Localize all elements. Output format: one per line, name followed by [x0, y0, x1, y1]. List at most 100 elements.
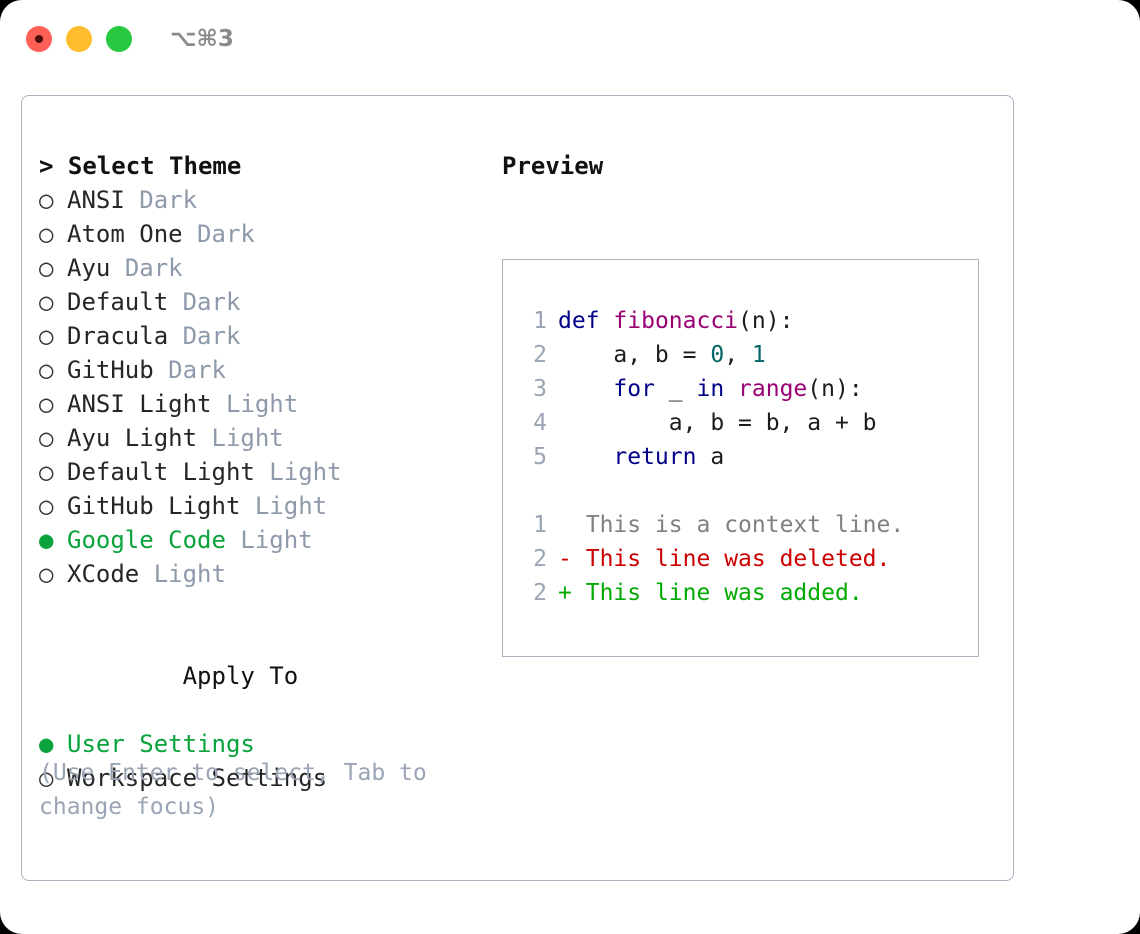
minimize-button[interactable] [66, 26, 92, 52]
apply-to-list[interactable]: ●User Settings ○ Workspace Settings [39, 727, 494, 795]
close-button[interactable] [26, 26, 52, 52]
theme-option-label: Default Light [67, 458, 255, 486]
theme-option-label: Ayu [67, 254, 111, 282]
theme-option-google-code[interactable]: ●Google Code Light [39, 523, 494, 557]
code-token: _ [654, 376, 697, 402]
theme-option-category: Dark [197, 220, 255, 248]
theme-option-ayu-light[interactable]: ○ Ayu Light Light [39, 421, 494, 455]
radio-unselected-icon: ○ [39, 288, 54, 316]
radio-unselected-icon: ○ [39, 458, 54, 486]
theme-option-xcode[interactable]: ○ XCode Light [39, 557, 494, 591]
diff-text: This line was added. [585, 580, 863, 606]
code-token: a [696, 444, 725, 470]
theme-option-default[interactable]: ○ Default Dark [39, 285, 494, 319]
line-number: 1 [533, 308, 547, 334]
apply-to-header-label: Apply To [182, 662, 299, 690]
theme-list[interactable]: ○ANSI Dark○Atom One Dark○Ayu Dark○Defaul… [39, 183, 494, 591]
code-token: 1 [751, 342, 766, 368]
code-token: return [613, 444, 697, 470]
radio-unselected-icon: ○ [39, 186, 54, 214]
theme-option-label: GitHub [67, 356, 154, 384]
theme-picker-column: > Select Theme ○ANSI Dark○Atom One Dark○… [39, 149, 494, 795]
keyboard-shortcut-label: ⌥⌘3 [170, 26, 234, 52]
theme-option-label: Ayu Light [67, 424, 198, 452]
code-token [600, 308, 614, 334]
theme-option-label: Default [67, 288, 169, 316]
line-number: 2 [533, 546, 547, 572]
theme-option-label: Atom One [67, 220, 183, 248]
diff-gap [572, 512, 586, 538]
line-number: 2 [533, 580, 547, 606]
theme-option-label: Dracula [67, 322, 169, 350]
theme-option-category: Light [225, 390, 299, 418]
theme-option-ayu[interactable]: ○Ayu Dark [39, 251, 494, 285]
theme-option-label: ANSI [67, 186, 125, 214]
code-diff-separator [521, 474, 968, 508]
theme-option-label: Google Code [67, 526, 226, 554]
apply-to-option-user-settings[interactable]: ●User Settings [39, 727, 494, 761]
diff-text: This is a context line. [585, 512, 905, 538]
theme-option-ansi[interactable]: ○ANSI Dark [39, 183, 494, 217]
diff-line-add: 2 + This line was added. [521, 576, 968, 610]
title-bar: ⌥⌘3 [0, 0, 1140, 76]
theme-option-dracula[interactable]: ○Dracula Dark [39, 319, 494, 353]
radio-selected-icon: ● [39, 526, 54, 554]
theme-option-github-light[interactable]: ○ GitHub Light Light [39, 489, 494, 523]
theme-option-category: Light [269, 458, 342, 486]
line-number: 1 [533, 512, 547, 538]
code-line: 4 a, b = b, a + b [521, 406, 968, 440]
theme-option-category: Dark [168, 356, 226, 384]
theme-option-category: Dark [182, 322, 241, 350]
radio-unselected-icon: ○ [39, 220, 54, 248]
code-token: a, b = b, a + b [558, 410, 877, 436]
theme-option-category: Light [153, 560, 226, 588]
code-token: 0 [710, 342, 725, 368]
code-token: (n): [807, 376, 863, 402]
theme-option-github[interactable]: ○ GitHub Dark [39, 353, 494, 387]
radio-unselected-icon: ○ [39, 390, 54, 418]
apply-to-option-label: User Settings [67, 730, 255, 758]
diff-line-ctx: 1 This is a context line. [521, 508, 968, 542]
theme-option-category: Dark [124, 254, 183, 282]
diff-line-del: 2- This line was deleted. [521, 542, 968, 576]
theme-option-default-light[interactable]: ○ Default Light Light [39, 455, 494, 489]
diff-marker-icon: + [558, 580, 572, 606]
line-number: 5 [533, 444, 547, 470]
theme-option-label: XCode [67, 560, 140, 588]
diff-text: This line was deleted. [585, 546, 891, 572]
theme-option-atom-one[interactable]: ○ Atom One Dark [39, 217, 494, 251]
maximize-button[interactable] [106, 26, 132, 52]
code-token: , [724, 342, 752, 368]
code-token [558, 444, 613, 470]
code-token [558, 376, 613, 402]
code-token: a, b = [558, 342, 711, 368]
code-token [724, 376, 738, 402]
keyboard-hint: (Use Enter to select, Tab to change focu… [39, 760, 441, 820]
apply-to-option-label: Workspace Settings [67, 764, 328, 792]
content-panel: > Select Theme ○ANSI Dark○Atom One Dark○… [21, 95, 1014, 881]
line-number: 2 [533, 342, 547, 368]
code-line: 2 a, b = 0, 1 [521, 338, 968, 372]
code-token: (n): [738, 308, 794, 334]
code-token: for [613, 376, 655, 402]
diff-marker-icon: - [558, 546, 572, 572]
theme-option-category: Light [211, 424, 284, 452]
theme-option-label: GitHub Light [67, 492, 241, 520]
apply-to-option-workspace-settings[interactable]: ○ Workspace Settings [39, 761, 494, 795]
theme-option-ansi-light[interactable]: ○ANSI Light Light [39, 387, 494, 421]
diff-marker-icon [558, 512, 572, 538]
radio-unselected-icon: ○ [39, 560, 54, 588]
radio-unselected-icon: ○ [39, 492, 54, 520]
code-line: 3 for _ in range(n): [521, 372, 968, 406]
radio-unselected-icon: ○ [39, 764, 54, 792]
theme-option-category: Dark [182, 288, 241, 316]
apply-to-header: Apply To [39, 625, 494, 727]
radio-unselected-icon: ○ [39, 356, 54, 384]
diff-gap [572, 546, 586, 572]
radio-unselected-icon: ○ [39, 424, 54, 452]
line-number: 3 [533, 376, 547, 402]
theme-option-category: Light [254, 492, 328, 520]
code-token: fibonacci [613, 308, 739, 334]
